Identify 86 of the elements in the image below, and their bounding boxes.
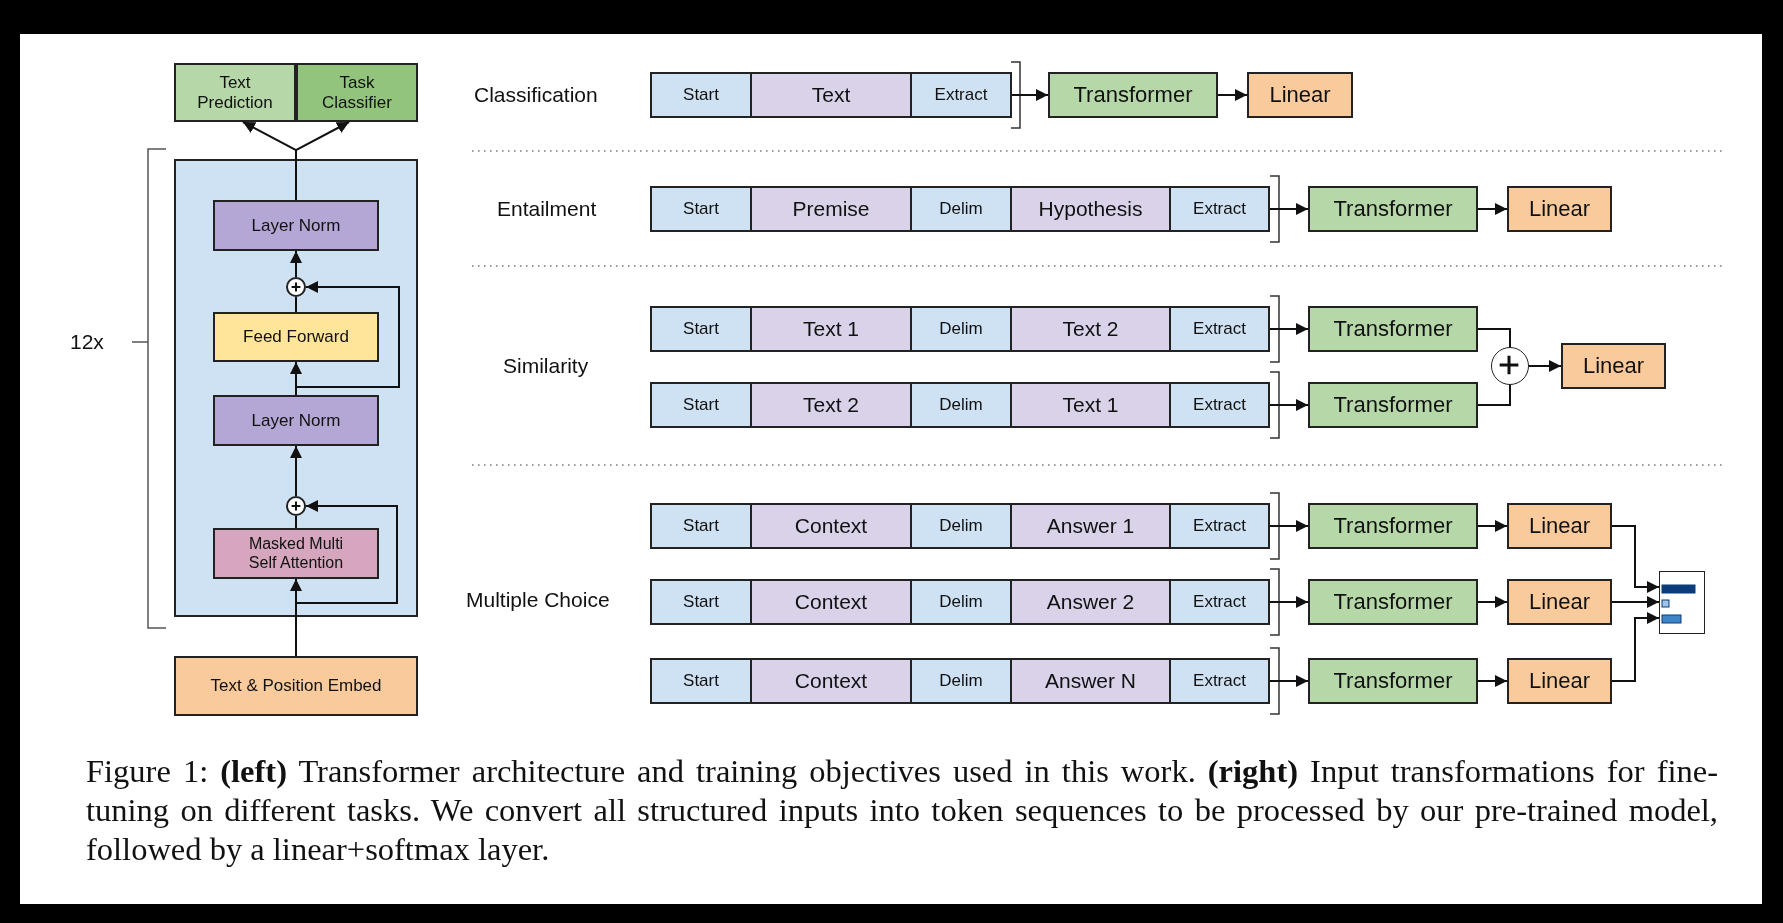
- token-box: Extract: [1169, 579, 1270, 625]
- token-box: Answer 2: [1010, 579, 1171, 625]
- transformer-box: Transformer: [1308, 306, 1478, 352]
- layer-norm-box: Layer Norm: [213, 395, 379, 446]
- token-box: Answer 1: [1010, 503, 1171, 549]
- arrow: [1269, 596, 1309, 608]
- arrow: [1611, 596, 1660, 608]
- token-box: Start: [650, 186, 752, 232]
- task-label: Classification: [474, 83, 598, 107]
- arrow: [1217, 89, 1248, 101]
- transformer-box: Transformer: [1308, 579, 1478, 625]
- connector-line: [295, 515, 297, 529]
- arrow: [290, 250, 302, 278]
- feed-forward-box: Feed Forward: [213, 312, 379, 362]
- token-box: Extract: [1169, 503, 1270, 549]
- arrow: [1011, 89, 1049, 101]
- arrow: [1269, 399, 1309, 411]
- arrow: [1611, 525, 1660, 593]
- task-label: Entailment: [497, 197, 597, 221]
- attention-box: Masked Multi Self Attention: [213, 528, 379, 579]
- sum-circle: [286, 277, 306, 297]
- transformer-box: Transformer: [1308, 186, 1478, 232]
- transformer-block: [174, 159, 418, 617]
- figure-caption: Figure 1: (left) Transformer architecture and training objectives used in this work. (right) Input transformations for fine-tuning on different tasks. We convert all structured inputs into token sequences to be processed by our pre-trained model, followed by a linear+softmax layer.: [86, 752, 1718, 869]
- transformer-box: Transformer: [1048, 72, 1218, 118]
- token-box: Delim: [910, 503, 1012, 549]
- arrow: [290, 445, 302, 497]
- linear-box: Linear: [1507, 658, 1612, 704]
- token-box: Delim: [910, 186, 1012, 232]
- token-box: Start: [650, 72, 752, 118]
- task-label: Similarity: [503, 354, 589, 378]
- layer-norm-box: Layer Norm: [213, 200, 379, 251]
- linear-box: Linear: [1507, 579, 1612, 625]
- token-box: Delim: [910, 658, 1012, 704]
- token-box: Start: [650, 579, 752, 625]
- token-box: Text 2: [1010, 306, 1171, 352]
- bar-chart-icon: [1659, 571, 1705, 634]
- token-box: Start: [650, 306, 752, 352]
- token-box: Text 1: [1010, 382, 1171, 428]
- transformer-box: Transformer: [1308, 503, 1478, 549]
- arrow: [1269, 323, 1309, 335]
- output-head-box: Task Classifier: [296, 63, 418, 122]
- token-box: Text 2: [750, 382, 912, 428]
- token-box: Start: [650, 503, 752, 549]
- transformer-box: Transformer: [1308, 658, 1478, 704]
- token-box: Extract: [1169, 658, 1270, 704]
- arrow: [1477, 596, 1508, 608]
- arrow: [1269, 675, 1309, 687]
- token-box: Text: [750, 72, 912, 118]
- embedding-box: Text & Position Embed: [174, 656, 418, 716]
- arrow: [1528, 360, 1562, 372]
- token-box: Delim: [910, 579, 1012, 625]
- linear-box: Linear: [1561, 343, 1666, 389]
- connector-line: [1477, 384, 1511, 406]
- token-box: Context: [750, 658, 912, 704]
- token-box: Start: [650, 658, 752, 704]
- arrow: [1477, 203, 1508, 215]
- connector-line: [1477, 328, 1511, 348]
- arrow: [1269, 203, 1309, 215]
- token-box: Text 1: [750, 306, 912, 352]
- token-box: Extract: [1169, 382, 1270, 428]
- token-box: Extract: [910, 72, 1012, 118]
- arrow: [295, 281, 400, 396]
- repeat-count: 12x: [70, 330, 104, 354]
- token-box: Extract: [1169, 186, 1270, 232]
- connector-line: [295, 296, 297, 313]
- sum-circle: [286, 496, 306, 516]
- token-box: Answer N: [1010, 658, 1171, 704]
- token-box: Start: [650, 382, 752, 428]
- token-box: Context: [750, 579, 912, 625]
- arrow: [1269, 520, 1309, 532]
- token-box: Delim: [910, 382, 1012, 428]
- arrow: [1477, 520, 1508, 532]
- transformer-box: Transformer: [1308, 382, 1478, 428]
- linear-box: Linear: [1507, 186, 1612, 232]
- token-box: Premise: [750, 186, 912, 232]
- task-label: Multiple Choice: [466, 588, 610, 612]
- linear-box: Linear: [1247, 72, 1353, 118]
- linear-box: Linear: [1507, 503, 1612, 549]
- token-box: Extract: [1169, 306, 1270, 352]
- arrow: [1611, 612, 1660, 682]
- token-box: Hypothesis: [1010, 186, 1171, 232]
- token-box: Context: [750, 503, 912, 549]
- arrow: [1477, 675, 1508, 687]
- output-head-box: Text Prediction: [174, 63, 296, 122]
- token-box: Delim: [910, 306, 1012, 352]
